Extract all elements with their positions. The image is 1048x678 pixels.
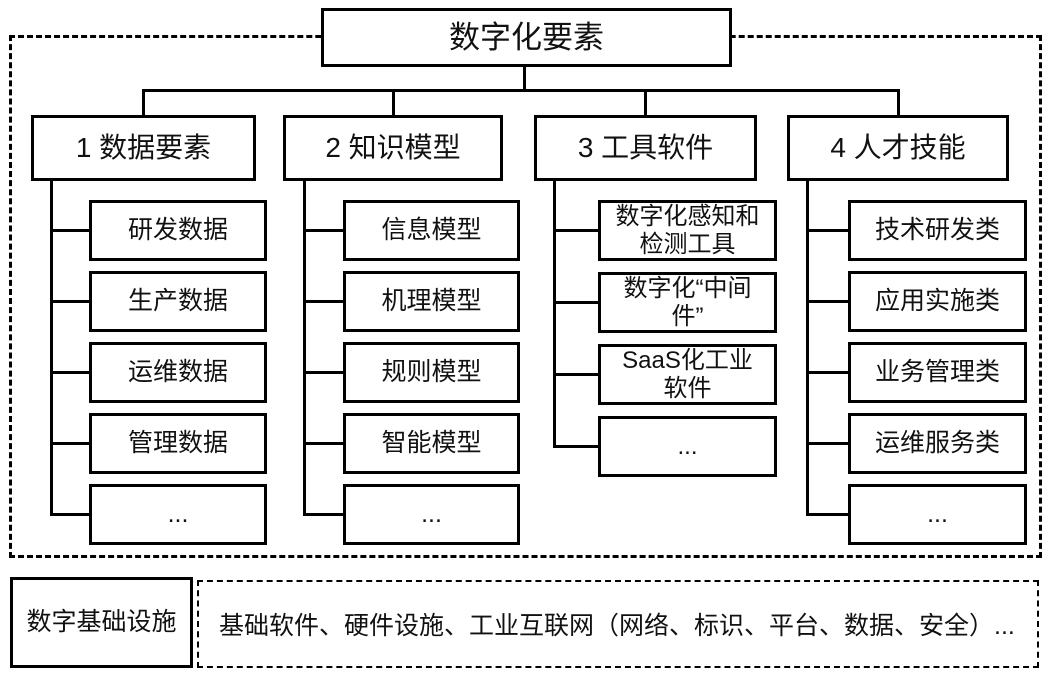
tick-col4-5	[806, 513, 848, 516]
tick-col3-3	[553, 373, 598, 376]
node-digital-middleware: 数字化“中间 件”	[598, 272, 777, 333]
node-data-ellipsis: ...	[89, 484, 267, 545]
node-business-mgmt-category: 业务管理类	[848, 342, 1027, 403]
node-om-data: 运维数据	[89, 342, 267, 403]
branch-header-data-elements: 1 数据要素	[31, 115, 256, 181]
node-om-service-category: 运维服务类	[848, 413, 1027, 474]
connector-stub-col2	[392, 89, 395, 115]
tick-col4-1	[806, 229, 848, 232]
node-digital-sensing-tools: 数字化感知和 检测工具	[598, 200, 777, 261]
tick-col3-4	[553, 445, 598, 448]
trunk-col3	[553, 181, 556, 448]
connector-root-vertical	[523, 67, 526, 91]
connector-stub-col1	[142, 89, 145, 115]
node-information-model: 信息模型	[343, 200, 520, 261]
connector-bus	[142, 89, 900, 92]
infrastructure-description-box: 基础软件、硬件设施、工业互联网（网络、标识、平台、数据、安全）...	[197, 580, 1039, 668]
tick-col2-3	[303, 371, 343, 374]
node-intelligent-model: 智能模型	[343, 413, 520, 474]
trunk-col4	[806, 181, 809, 516]
trunk-col2	[303, 181, 306, 516]
connector-stub-col3	[644, 89, 647, 115]
node-application-impl-category: 应用实施类	[848, 271, 1027, 332]
tick-col2-5	[303, 513, 343, 516]
tick-col4-2	[806, 300, 848, 303]
branch-header-tool-software: 3 工具软件	[534, 115, 757, 181]
node-saas-industrial-software: SaaS化工业 软件	[598, 344, 777, 405]
tick-col3-2	[553, 301, 598, 304]
node-production-data: 生产数据	[89, 271, 267, 332]
node-tech-rd-category: 技术研发类	[848, 200, 1027, 261]
node-rd-data: 研发数据	[89, 200, 267, 261]
connector-stub-col4	[897, 89, 900, 115]
node-software-ellipsis: ...	[598, 416, 777, 477]
tick-col4-4	[806, 442, 848, 445]
branch-header-knowledge-models: 2 知识模型	[283, 115, 503, 181]
branch-header-talent-skills: 4 人才技能	[787, 115, 1009, 181]
root-node: 数字化要素	[321, 8, 732, 67]
node-skill-ellipsis: ...	[848, 484, 1027, 545]
tick-col1-2	[50, 300, 89, 303]
tick-col2-1	[303, 229, 343, 232]
tick-col3-1	[553, 229, 598, 232]
infrastructure-description-text: 基础软件、硬件设施、工业互联网（网络、标识、平台、数据、安全）...	[219, 612, 1015, 640]
tick-col1-5	[50, 513, 89, 516]
node-mechanism-model: 机理模型	[343, 271, 520, 332]
tick-col2-4	[303, 442, 343, 445]
trunk-col1	[50, 181, 53, 516]
tick-col1-4	[50, 442, 89, 445]
tick-col4-3	[806, 371, 848, 374]
node-management-data: 管理数据	[89, 413, 267, 474]
tick-col2-2	[303, 300, 343, 303]
infrastructure-label-box: 数字基础设施	[10, 577, 193, 668]
tick-col1-1	[50, 229, 89, 232]
node-rule-model: 规则模型	[343, 342, 520, 403]
node-model-ellipsis: ...	[343, 484, 520, 545]
tick-col1-3	[50, 371, 89, 374]
